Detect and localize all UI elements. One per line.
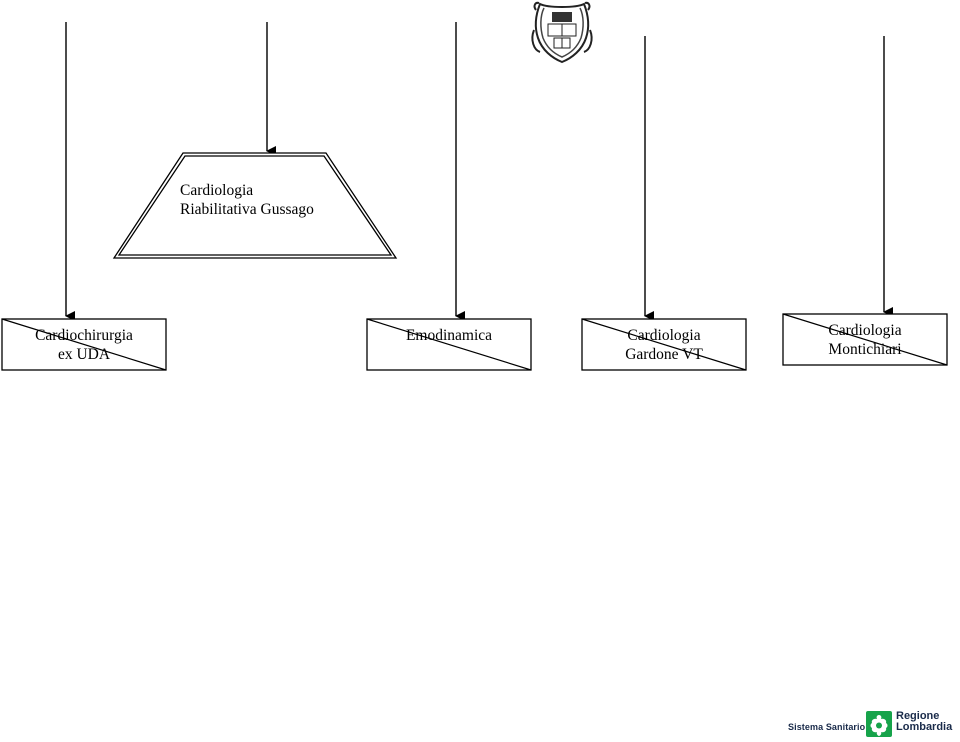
trapezoid-riabilitativa [112, 152, 398, 259]
footer-branding: Sistema Sanitario Regione Lombardia [786, 708, 958, 738]
box-emodinamica [366, 318, 532, 371]
box-cardiochirurgia [1, 318, 167, 371]
label-riabilitativa: Cardiologia Riabilitativa Gussago [180, 181, 314, 219]
label-emodinamica: Emodinamica [367, 326, 531, 345]
trapezoid-riabilitativa-inner [117, 155, 393, 256]
label-montichiari-line1: Cardiologia [828, 322, 902, 339]
crest-emblem [531, 1, 593, 64]
label-cardiochirurgia-line2: ex UDA [57, 346, 111, 363]
label-cardiochirurgia-line1: Cardiochirurgia [35, 327, 133, 344]
lombardia-line: Lombardia [896, 721, 953, 733]
label-montichiari: Cardiologia Montichiari [783, 321, 947, 359]
label-gardone-line1: Cardiologia [627, 327, 701, 344]
label-emodinamica-line1: Emodinamica [405, 327, 493, 344]
regione-lombardia-text: Regione Lombardia [896, 711, 952, 733]
label-riabilitativa-line1: Cardiologia [180, 182, 254, 199]
box-montichiari [782, 313, 948, 366]
label-cardiochirurgia: Cardiochirurgia ex UDA [2, 326, 166, 364]
label-montichiari-line2: Montichiari [828, 341, 902, 358]
box-gardone [581, 318, 747, 371]
sistema-sanitario-text: Sistema Sanitario [788, 722, 866, 732]
label-riabilitativa-line2: Riabilitativa Gussago [180, 201, 314, 218]
regione-lombardia-logo-icon [866, 711, 892, 737]
label-gardone: Cardiologia Gardone VT [582, 326, 746, 364]
regione-line: Regione [896, 710, 940, 722]
label-gardone-line2: Gardone VT [625, 346, 703, 363]
